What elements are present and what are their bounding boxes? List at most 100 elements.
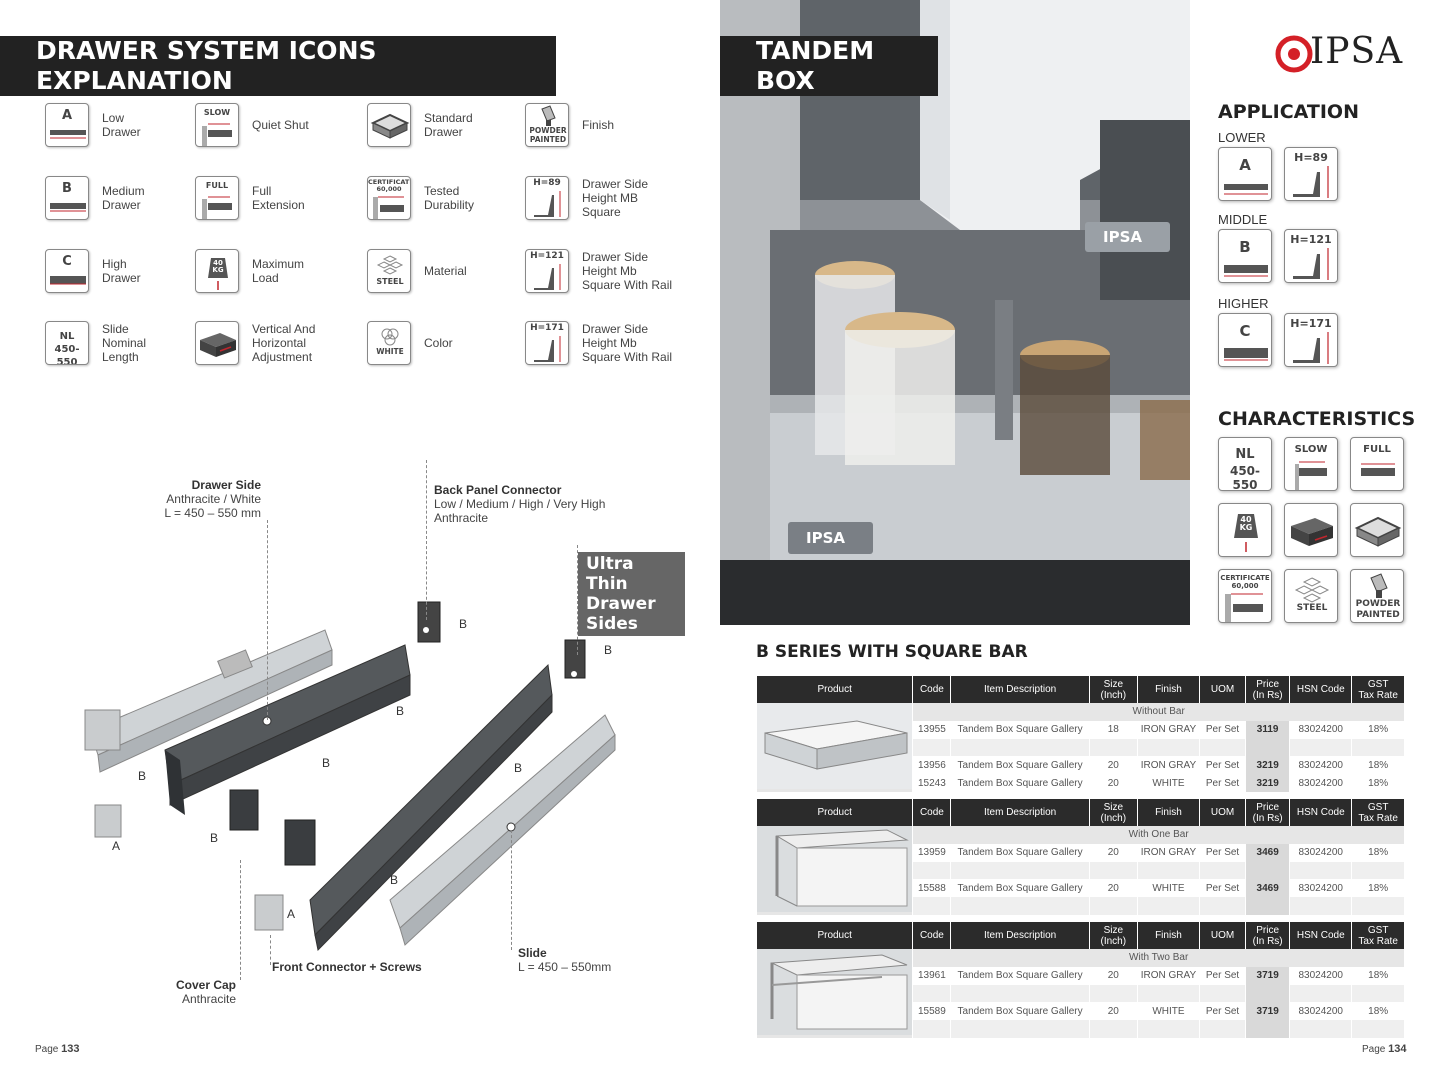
table-subtitle-row: Without Bar [755,703,1404,792]
left-banner: DRAWER SYSTEM ICONS EXPLANATION [0,36,556,96]
nominal-length-label: Slide Nominal Length [102,322,147,364]
price-cell: 3219 [1245,774,1290,792]
table-header-cell: Item Description [950,676,1090,703]
drawer-side-callout: Drawer Side Anthracite / White L = 450 –… [150,478,261,520]
finish-cell: IRON GRAY [1136,756,1200,775]
slide-title: Slide [518,946,547,960]
description-cell: Tandem Box Square Gallery [950,966,1090,985]
table-header-cell: HSN Code [1289,922,1352,949]
color-icon: WHITE [367,321,411,365]
table-header-cell: HSN Code [1289,676,1352,703]
gst-cell: 18% [1351,756,1404,775]
drawer-height-icon: C [1218,313,1272,367]
drawer-side-title: Drawer Side [191,478,261,492]
tested-durability-label: Tested Durability [424,184,475,212]
table-header-cell: Size (Inch) [1088,799,1138,826]
back-panel-heights: Low / Medium / High / Very High [434,497,606,511]
side-height-89-label: Drawer Side Height MB Square [582,177,649,219]
cover-cap-part [284,819,316,866]
table-header-cell: Code [912,799,951,826]
code-cell: 13955 [912,720,951,739]
drawer-side-color: Anthracite / White [166,492,261,506]
finish-label: Finish [582,118,615,132]
nl-label: NL [1235,447,1255,462]
standard-drawer-char-icon [1350,503,1404,557]
table-header-cell: GST Tax Rate [1351,676,1404,703]
certificate-label: CERTIFICATE 60,000 [1220,574,1270,590]
spacer-row [757,984,1404,1003]
high-drawer-label: High Drawer [102,257,141,285]
size-cell: 20 [1088,966,1138,985]
full-extension-icon: FULL [195,176,239,220]
part-letter: B [322,756,331,770]
finish-cell: WHITE [1136,1002,1200,1021]
side-height-121-icon: H=121 [525,249,569,293]
finish-cell: IRON GRAY [1136,720,1200,739]
cover-cap-callout: Cover Cap Anthracite [150,978,236,1006]
product-photo [755,826,913,915]
gst-cell: 18% [1351,843,1404,862]
table-header-cell: UOM [1198,799,1246,826]
side-height-label: H=89 [1294,151,1328,164]
nominal-length-char-icon: NL 450-550 [1218,437,1272,491]
description-cell: Tandem Box Square Gallery [950,1002,1090,1021]
application-level-label: LOWER [1218,130,1266,145]
ipsa-logo-icon [1275,35,1313,73]
hsn-cell: 83024200 [1289,966,1352,985]
standard-drawer-label: Standard Drawer [424,111,473,139]
code-cell: 13961 [912,966,951,985]
slow-label: SLOW [1294,444,1328,455]
powder-painted-char-icon: POWDER PAINTED [1350,569,1404,623]
uom-cell: Per Set [1198,843,1246,862]
medium-drawer-icon: B [45,176,89,220]
gst-cell: 18% [1351,966,1404,985]
drawer-side-leader [267,520,268,720]
gst-cell: 18% [1351,879,1404,898]
description-cell: Tandem Box Square Gallery [950,756,1090,775]
right-banner: TANDEM BOX [720,36,938,96]
table-header-cell: GST Tax Rate [1351,922,1404,949]
brand-name: IPSA [1310,31,1404,72]
table-header-cell: GST Tax Rate [1351,799,1404,826]
adjustment-char-icon [1284,503,1338,557]
table-subtitle: With One Bar [912,826,1404,844]
uom-cell: Per Set [1198,879,1246,898]
slide-leader [511,830,512,950]
quiet-shut-label: Quiet Shut [252,118,309,132]
right-back-connector-part [564,639,586,679]
drawer-side-length: L = 450 – 550 mm [164,506,261,520]
code-cell: 13956 [912,756,951,775]
uom-cell: Per Set [1198,756,1246,775]
spacer-row [757,1020,1404,1038]
max-load-char-icon: 40 KG [1218,503,1272,557]
left-page-number: Page 133 [35,1043,80,1055]
description-cell: Tandem Box Square Gallery [950,774,1090,792]
slide-length: L = 450 – 550mm [518,960,612,974]
table-subtitle: Without Bar [912,703,1404,721]
price-cell: 3469 [1245,879,1290,898]
quiet-shut-char-icon: SLOW [1284,437,1338,491]
gst-cell: 18% [1351,720,1404,739]
table-header-cell: UOM [1198,676,1246,703]
standard-drawer-icon [367,103,411,147]
side-height-89-icon: H=89 [525,176,569,220]
front-connector-leader [270,935,271,965]
nominal-length-icon: NL 450-550 [45,321,89,365]
photo-logo-lower: IPSA [806,529,845,547]
full-extension-label: Full Extension [252,184,305,212]
ultra-thin-leader [577,545,578,655]
table-header-cell: HSN Code [1289,799,1352,826]
hsn-cell: 83024200 [1289,1002,1352,1021]
finish-icon: POWDER PAINTED [525,103,569,147]
back-panel-connector-part [417,601,441,643]
application-level-label: MIDDLE [1218,212,1268,227]
tested-durability-icon: CERTIFICATE 60,000 [367,176,411,220]
code-cell: 15589 [912,1002,951,1021]
